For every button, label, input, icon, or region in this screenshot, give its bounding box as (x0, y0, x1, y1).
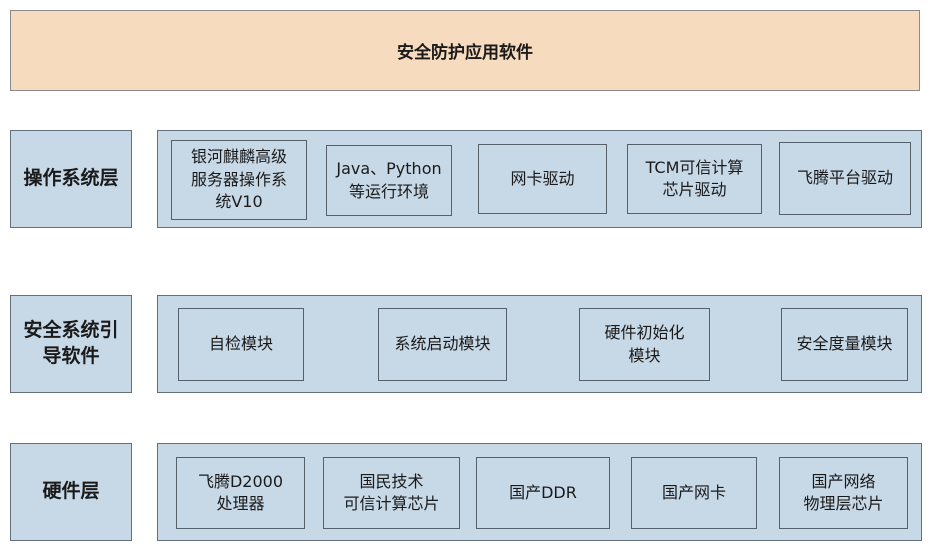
banner-security-protection-app: 安全防护应用软件 (10, 10, 920, 91)
box-java-python-runtime: Java、Python 等运行环境 (326, 145, 452, 216)
box-system-startup-module: 系统启动模块 (378, 308, 507, 381)
box-domestic-nic: 国产网卡 (631, 457, 757, 529)
box-tcm-chip-driver: TCM可信计算 芯片驱动 (627, 144, 762, 214)
box-hardware-init-module: 硬件初始化 模块 (579, 308, 710, 381)
layer-container-secure-boot: 自检模块 系统启动模块 硬件初始化 模块 安全度量模块 (157, 295, 922, 393)
layer-container-os: 银河麒麟高级 服务器操作系 统V10 Java、Python 等运行环境 网卡驱… (157, 130, 922, 228)
box-domestic-phy-chip: 国产网络 物理层芯片 (779, 457, 908, 529)
box-security-measure-module: 安全度量模块 (781, 308, 908, 381)
box-phytium-platform-driver: 飞腾平台驱动 (779, 142, 911, 215)
box-nic-driver: 网卡驱动 (478, 144, 607, 214)
layer-label-secure-boot: 安全系统引 导软件 (10, 295, 132, 393)
box-domestic-ddr: 国产DDR (476, 457, 610, 529)
box-phytium-d2000-cpu: 飞腾D2000 处理器 (176, 457, 305, 529)
layer-container-hardware: 飞腾D2000 处理器 国民技术 可信计算芯片 国产DDR 国产网卡 国产网络 … (157, 443, 922, 541)
box-kylin-server-os-v10: 银河麒麟高级 服务器操作系 统V10 (171, 140, 307, 220)
layer-label-hardware: 硬件层 (10, 443, 132, 541)
box-nationz-trusted-chip: 国民技术 可信计算芯片 (323, 457, 460, 529)
layer-label-os: 操作系统层 (10, 130, 132, 228)
box-self-test-module: 自检模块 (178, 308, 304, 381)
